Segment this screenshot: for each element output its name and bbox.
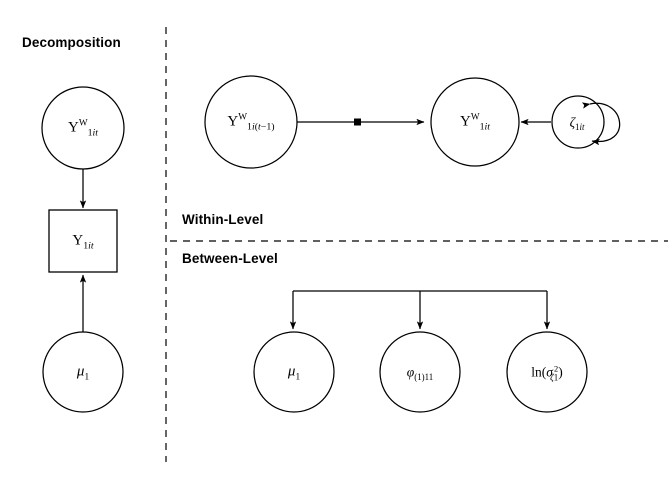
node-decomp-observed-label: Y1it (72, 232, 94, 252)
node-within-current-label: YW1it (459, 112, 491, 133)
node-between-mean (253, 331, 335, 413)
node-within-lag-label: YW1i(t−1) (227, 112, 275, 133)
node-within-current (430, 77, 520, 167)
node-between-logvar (506, 331, 588, 413)
node-between-phi (379, 331, 461, 413)
decomposition-title: Decomposition (22, 35, 121, 50)
node-between-phi-label: φ(1)11 (406, 364, 434, 382)
edge-residual-variance-loop (581, 102, 621, 146)
node-decomp-mean (42, 331, 124, 413)
node-decomp-observed (48, 209, 118, 273)
between-level-label: Between-Level (182, 251, 278, 266)
node-between-mean-label: μ1 (287, 363, 301, 383)
node-within-residual-label: ζ1it (569, 114, 585, 132)
autoregression-path-marker (354, 118, 361, 126)
within-level-label: Within-Level (182, 212, 264, 227)
node-decomp-latent-label: YW1it (67, 118, 99, 139)
node-between-logvar-label: ln(σ2ζ1) (531, 363, 563, 382)
node-decomp-mean-label: μ1 (76, 363, 90, 383)
